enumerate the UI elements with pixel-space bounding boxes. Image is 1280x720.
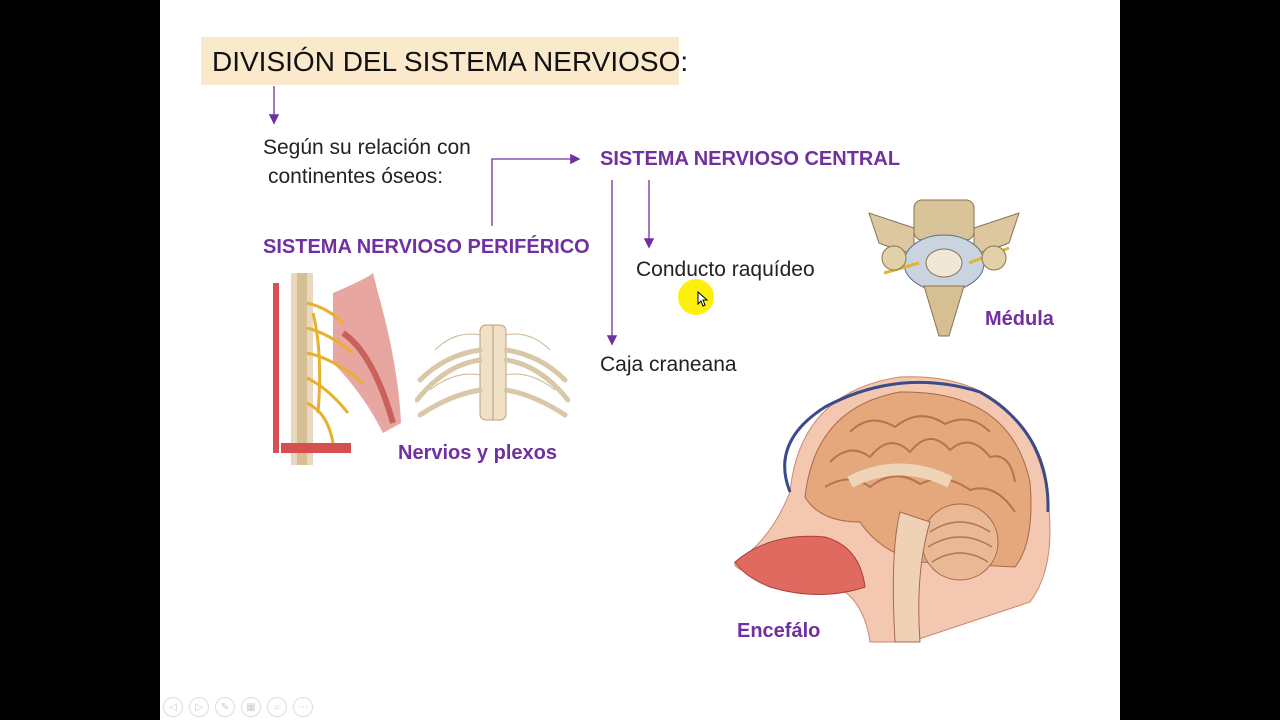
vertebra-illustration (868, 199, 1020, 337)
encefalo-label: Encefálo (737, 620, 821, 642)
cursor-highlight (678, 279, 714, 315)
prev-icon[interactable]: ◁ (163, 697, 183, 717)
caja-craneana-label: Caja craneana (600, 353, 737, 376)
arrow-to-snc (491, 153, 581, 226)
slides-icon[interactable]: ▦ (241, 697, 261, 717)
more-icon[interactable]: ⋯ (293, 697, 313, 717)
next-icon[interactable]: ▷ (189, 697, 209, 717)
presenter-toolbar: ◁ ▷ ✎ ▦ ⌕ ⋯ (163, 697, 313, 717)
criterion-line-1: Según su relación con (263, 136, 471, 159)
title-box: DIVISIÓN DEL SISTEMA NERVIOSO: (201, 37, 688, 85)
slide-title: DIVISIÓN DEL SISTEMA NERVIOSO: (212, 46, 689, 77)
spinal-cord-segment-illustration (415, 324, 570, 421)
conducto-raquideo-label: Conducto raquídeo (636, 258, 815, 281)
connector-arrows (268, 86, 655, 346)
snc-heading: SISTEMA NERVIOSO CENTRAL (600, 148, 901, 170)
nervios-plexos-label: Nervios y plexos (398, 442, 557, 464)
slide-canvas: DIVISIÓN DEL SISTEMA NERVIOSO: Según su … (160, 0, 1120, 720)
zoom-icon[interactable]: ⌕ (267, 697, 287, 717)
neck-nerves-illustration (273, 273, 403, 465)
brain-sagittal-illustration (734, 376, 1051, 643)
criterion-line-2: continentes óseos: (268, 165, 444, 188)
medula-label: Médula (985, 308, 1054, 330)
pen-icon[interactable]: ✎ (215, 697, 235, 717)
snp-heading: SISTEMA NERVIOSO PERIFÉRICO (263, 236, 590, 258)
mouse-pointer-icon (697, 291, 709, 307)
